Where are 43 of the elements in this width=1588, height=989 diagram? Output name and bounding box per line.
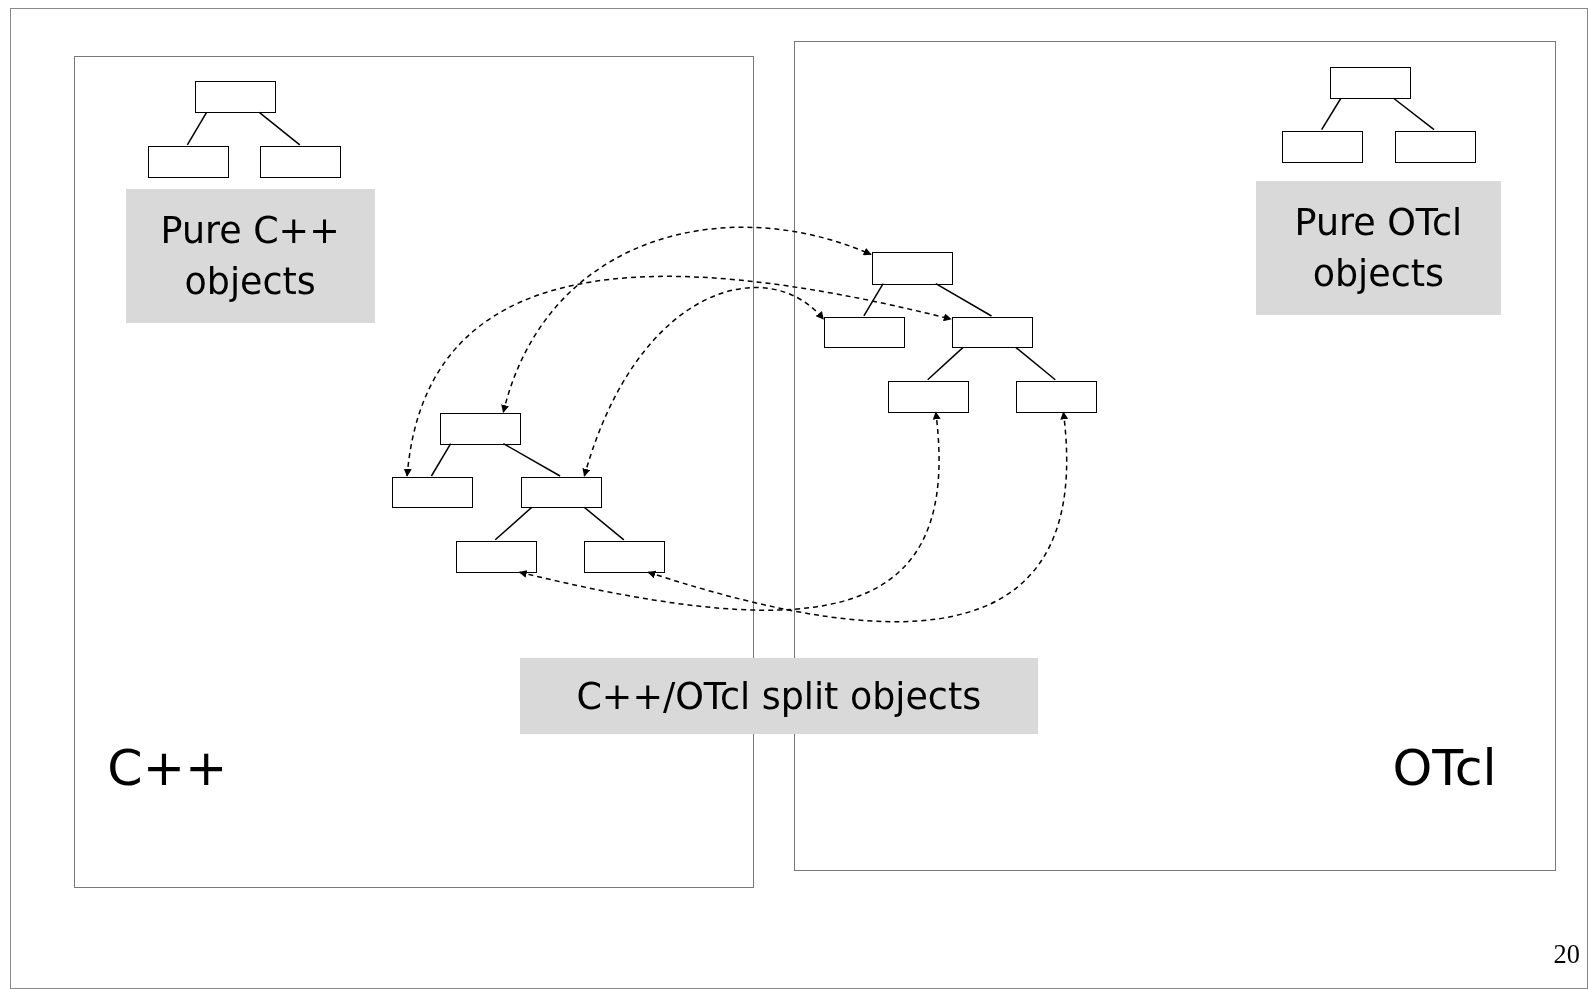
dashed-arrow [582,287,825,477]
dashed-arrow [501,226,872,413]
connector-line [502,442,561,477]
object-box [1394,130,1476,163]
region-label: OTcl [1392,743,1497,794]
object-box [391,476,473,509]
connector-line [186,111,208,146]
connector-line [258,111,301,146]
object-box [1282,130,1364,163]
object-box [584,540,666,574]
object-box [260,145,342,179]
object-box [439,413,521,445]
page-number: 20 [1553,939,1580,970]
object-box [871,252,953,285]
dashed-arrow [404,275,952,477]
connector-line [494,506,533,541]
connector-line [583,506,625,541]
object-box [951,316,1033,349]
object-box [455,540,537,574]
region-frame [73,55,755,889]
object-box [195,81,277,114]
panel-text: C++/OTcl split objects [576,673,982,720]
object-box [1329,66,1411,100]
object-box [520,476,602,509]
object-box [888,380,970,414]
dashed-arrow [518,411,941,611]
label-panel [519,658,1039,735]
label-panel [125,189,375,323]
panel-text: Pure C++ objects [159,208,341,306]
connector-line [430,442,452,477]
object-box [147,145,229,179]
connector-line [1320,97,1342,131]
dashed-arrow [647,411,1068,623]
connector-line [935,282,993,317]
panel-text: Pure OTcl objects [1293,200,1464,298]
object-box [824,316,906,349]
connector-line [863,282,884,317]
object-box [1015,380,1097,414]
label-panel [1255,181,1501,315]
region-label: C++ [107,743,228,794]
connector-line [1392,97,1435,131]
connector-line [1015,346,1057,381]
connector-line [926,346,964,381]
